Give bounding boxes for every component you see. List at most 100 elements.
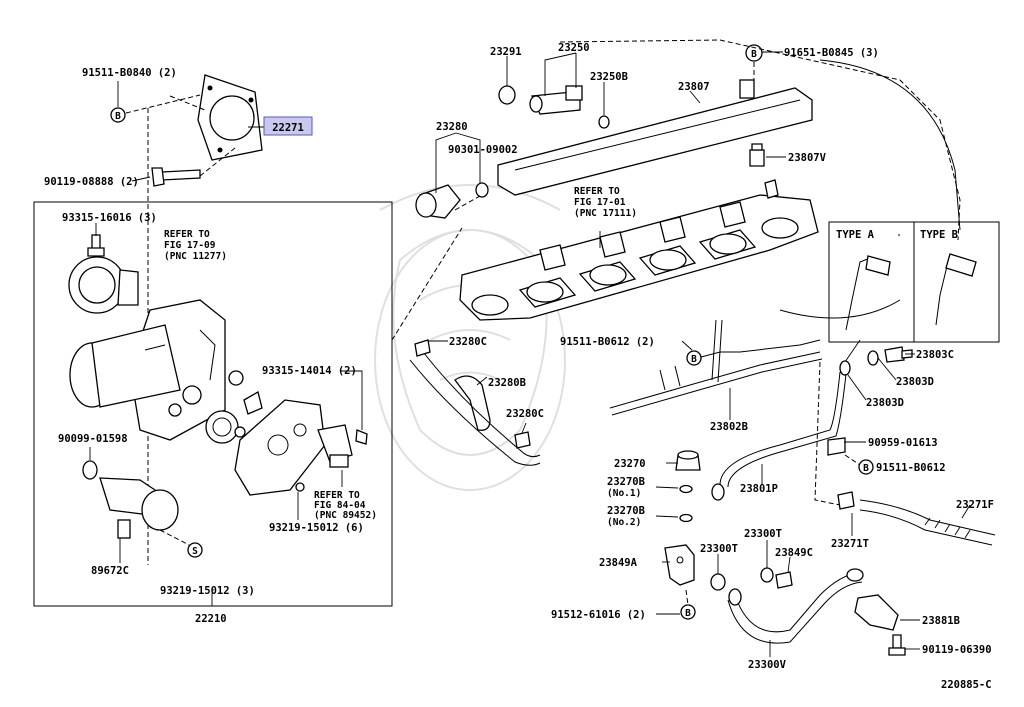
svg-text:S: S: [192, 546, 198, 557]
bracket-23881b[interactable]: [854, 594, 899, 631]
label-refer-84-04-c: (PNC 89452): [314, 510, 377, 521]
label-93219-15012-6: 93219-15012 (6): [269, 522, 364, 534]
o-ring-90099-01598[interactable]: [82, 460, 98, 480]
screw-93315-14014[interactable]: [355, 429, 368, 445]
bolt-90119-08888[interactable]: [151, 167, 201, 187]
label-93315-16016: 93315-16016 (3): [62, 212, 157, 224]
clip-23271t[interactable]: [837, 491, 855, 510]
throttle-sensor-housing[interactable]: [234, 399, 353, 496]
intake-manifold[interactable]: [459, 179, 819, 321]
marker-b-91511-80840: B: [110, 107, 126, 123]
label-90119-08888: 90119-08888 (2): [44, 176, 139, 188]
label-23250: 23250: [558, 42, 590, 54]
marker-b-91511-80612-2: B: [686, 350, 702, 366]
throttle-body[interactable]: [68, 256, 226, 441]
marker-b-91512: B: [680, 589, 696, 620]
label-refer-84-04-b: FIG 84-04: [314, 500, 366, 511]
highlight-label[interactable]: 22271: [272, 122, 304, 134]
label-23300v: 23300V: [748, 659, 787, 671]
injector-23250[interactable]: [529, 85, 583, 115]
label-23849c: 23849C: [775, 547, 813, 559]
label-23803c: 23803C: [916, 349, 954, 361]
svg-text:B: B: [115, 111, 121, 122]
label-91651-b0845: 91651-B0845 (3): [784, 47, 879, 59]
insulator-23291[interactable]: [498, 85, 516, 105]
label-23803d-2: 23803D: [866, 397, 904, 409]
label-90301-09002: 90301-09002: [448, 144, 518, 156]
label-91511-b0840: 91511-B0840 (2): [82, 67, 177, 79]
marker-s-93219-15012: S: [159, 529, 203, 558]
label-93219-15012-3: 93219-15012 (3): [160, 585, 255, 597]
screw-93315-16016[interactable]: [87, 234, 105, 257]
gasket-22271[interactable]: [197, 74, 263, 161]
bolt-23849c[interactable]: [775, 571, 793, 589]
fuel-pipe-23802b[interactable]: [609, 319, 823, 416]
motor-89672c[interactable]: [99, 477, 179, 539]
label-23280c-top: 23280C: [449, 336, 487, 348]
delivery-pipe-23807[interactable]: [497, 79, 813, 196]
clamp-23300t-1[interactable]: [710, 573, 726, 591]
label-refer-17-01-c: (PNC 17111): [574, 208, 637, 219]
label-91512-61016: 91512-61016 (2): [551, 609, 646, 621]
label-refer-17-09-c: (PNC 11277): [164, 251, 227, 262]
svg-text:B: B: [685, 608, 691, 619]
label-23270b-1: 23270B: [607, 476, 645, 488]
damper-23807v[interactable]: [749, 143, 765, 167]
label-23250b: 23250B: [590, 71, 628, 83]
highlight-box[interactable]: [263, 116, 313, 136]
screw-93219-15012-6[interactable]: [295, 482, 305, 492]
clamp-23300t-2[interactable]: [760, 567, 774, 583]
label-refer-17-01-b: FIG 17-01: [574, 197, 626, 208]
label-22210: 22210: [195, 613, 227, 625]
label-refer-84-04-a: REFER TO: [314, 490, 360, 501]
label-89672c: 89672C: [91, 565, 129, 577]
label-23807v: 23807V: [788, 152, 827, 164]
union-bolt-23803c[interactable]: [884, 346, 913, 363]
label-23291: 23291: [490, 46, 522, 58]
fuel-hose-23280b[interactable]: [409, 347, 541, 466]
throttle-body-group-box: [33, 201, 393, 607]
label-23300t-2: 23300T: [700, 543, 738, 555]
label-refer-17-01-a: REFER TO: [574, 186, 620, 197]
label-refer-17-09-a: REFER TO: [164, 229, 210, 240]
idle-speed-control-valve[interactable]: [205, 370, 263, 444]
label-23807: 23807: [678, 81, 710, 93]
hose-23271f[interactable]: [859, 499, 996, 546]
label-23270: 23270: [614, 458, 646, 470]
marker-b-91651: B: [745, 44, 763, 82]
o-ring-90301-09002[interactable]: [475, 182, 489, 198]
gasket-23270b-no1[interactable]: [679, 484, 693, 494]
bolt-90119-06390[interactable]: [888, 634, 906, 656]
label-23271f: 23271F: [956, 499, 994, 511]
label-23300t-1: 23300T: [744, 528, 782, 540]
o-ring-23250b[interactable]: [598, 115, 610, 129]
clip-23280c-top[interactable]: [414, 339, 431, 357]
watermark-emblem: [374, 184, 566, 491]
label-90119-06390: 90119-06390: [922, 644, 992, 656]
fuel-pipe-23801p[interactable]: [711, 371, 847, 501]
label-23280c-bottom: 23280C: [506, 408, 544, 420]
hose-23300v[interactable]: [727, 568, 864, 644]
bracket-23849a[interactable]: [664, 544, 695, 586]
gasket-23270b-no2[interactable]: [679, 513, 693, 523]
label-93315-14014: 93315-14014 (2): [262, 365, 357, 377]
label-91511-b0612-2: 91511-B0612 (2): [560, 336, 655, 348]
label-23801p: 23801P: [740, 483, 778, 495]
label-23849a: 23849A: [599, 557, 638, 569]
selected-part-callout-22271[interactable]: 22271: [263, 116, 313, 136]
svg-text:B: B: [751, 49, 757, 60]
svg-text:B: B: [691, 354, 697, 365]
label-23270b-2: 23270B: [607, 505, 645, 517]
label-23280: 23280: [436, 121, 468, 133]
clamp-90959-01613[interactable]: [827, 437, 846, 456]
clip-23280c-bottom[interactable]: [514, 431, 531, 449]
svg-text:B: B: [863, 463, 869, 474]
pressure-regulator-23280[interactable]: [415, 184, 461, 219]
label-23802b: 23802B: [710, 421, 748, 433]
pulsation-damper-23270[interactable]: [675, 450, 701, 471]
label-type-b: TYPE B: [920, 229, 958, 241]
label-23803d-1: 23803D: [896, 376, 934, 388]
label-91511-b0612: 91511-B0612: [876, 462, 946, 474]
gasket-23803d[interactable]: [839, 350, 879, 376]
part-labels: 91511-B0840 (2) 90119-08888 (2) 93315-16…: [44, 42, 994, 691]
